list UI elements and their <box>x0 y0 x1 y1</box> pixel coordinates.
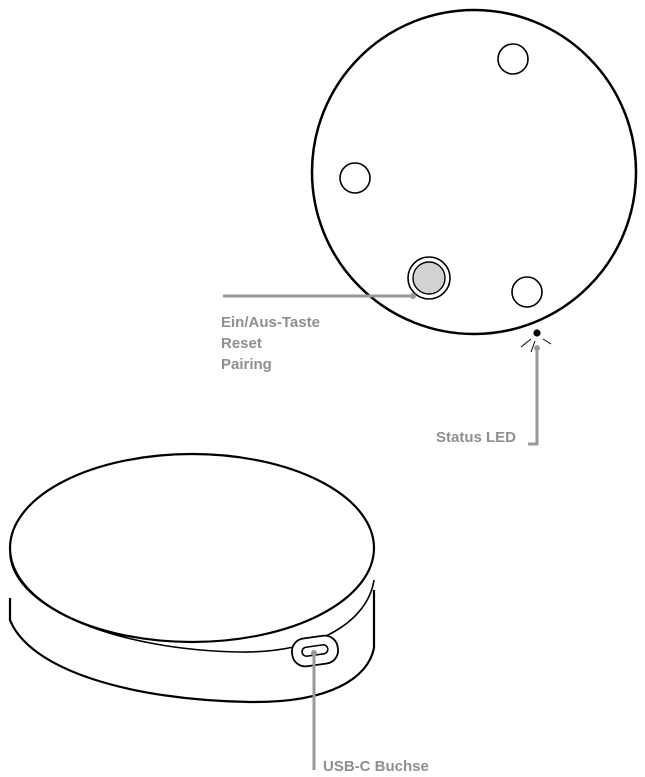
callout-dot-usb-c <box>311 650 317 656</box>
power-button-label: Ein/Aus-Taste <box>221 314 320 331</box>
callout-line-status-led <box>528 348 539 446</box>
rubber-foot-left <box>339 162 371 194</box>
pairing-label: Pairing <box>221 356 272 373</box>
reset-label: Reset <box>221 335 262 352</box>
status-led-label: Status LED <box>436 429 517 446</box>
callout-dot-power-button <box>410 293 416 299</box>
power-button <box>407 256 451 300</box>
device-seam <box>9 554 375 653</box>
usb-c-label: USB-C Buchse <box>323 758 429 775</box>
device-bottom-outline <box>310 8 638 336</box>
callout-lines <box>223 293 540 770</box>
device-top-surface <box>8 452 376 644</box>
device-bottom-view <box>310 8 638 353</box>
rubber-foot-right <box>511 276 543 308</box>
status-led <box>520 329 552 353</box>
rubber-foot-top <box>497 43 529 75</box>
device-side-view <box>8 452 376 704</box>
callout-dot-status-led <box>534 345 540 351</box>
